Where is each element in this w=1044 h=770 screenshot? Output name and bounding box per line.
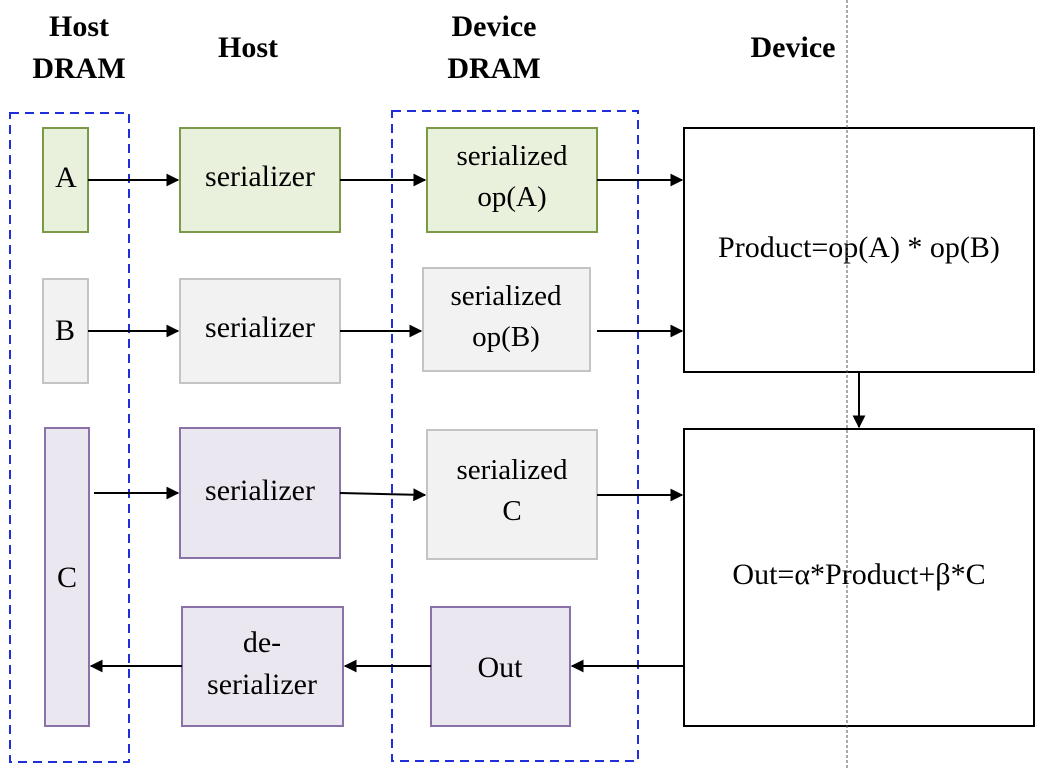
deserializer-label-line1: de- [243, 626, 281, 659]
host-dram-a-block: A [42, 127, 89, 233]
host-dram-b-label: B [55, 314, 75, 347]
header-host-dram-line1: Host [49, 10, 109, 43]
out-buffer-block: Out [430, 606, 571, 727]
serialized-b-block: serialized op(B) [422, 267, 591, 372]
serialized-a-label-line2: op(A) [477, 181, 546, 213]
host-dram-c-label: C [57, 561, 77, 594]
deserializer-block: de- serializer [181, 606, 344, 727]
serializer-b-label: serializer [205, 311, 315, 344]
serialized-c-label-line1: serialized [456, 454, 568, 486]
out-formula-block: Out=α*Product+β*C [683, 428, 1035, 727]
host-dram-region [9, 112, 130, 763]
serialized-c-label-line2: C [502, 495, 521, 527]
header-device-dram-line1: Device [452, 10, 537, 43]
deserializer-label-line2: serializer [207, 668, 317, 701]
host-dram-a-label: A [55, 161, 77, 194]
host-dram-c-block: C [44, 427, 90, 727]
header-host: Host [218, 31, 278, 64]
serializer-a-block: serializer [179, 127, 341, 233]
header-host-dram-line2: DRAM [32, 52, 125, 85]
serialized-b-label-line2: op(B) [472, 321, 540, 353]
header-device-dram-line2: DRAM [447, 52, 540, 85]
serialized-c-block: serialized C [426, 429, 598, 560]
product-block: Product=op(A) * op(B) [683, 127, 1035, 373]
out-buffer-label: Out [478, 651, 524, 684]
arrow-serializer-c-to-device-dram [339, 488, 427, 502]
header-device: Device [751, 31, 836, 64]
product-formula: Product=op(A) * op(B) [718, 231, 1000, 264]
serializer-c-block: serializer [179, 427, 341, 559]
out-formula: Out=α*Product+β*C [732, 558, 985, 591]
device-dram-region [391, 110, 639, 762]
serialized-a-label-line1: serialized [456, 140, 568, 172]
serializer-c-label: serializer [205, 474, 315, 507]
serializer-a-label: serializer [205, 160, 315, 193]
serialized-a-block: serialized op(A) [426, 127, 598, 233]
serializer-b-block: serializer [179, 278, 341, 384]
serialized-b-label-line1: serialized [450, 280, 562, 312]
host-dram-b-block: B [42, 278, 89, 384]
